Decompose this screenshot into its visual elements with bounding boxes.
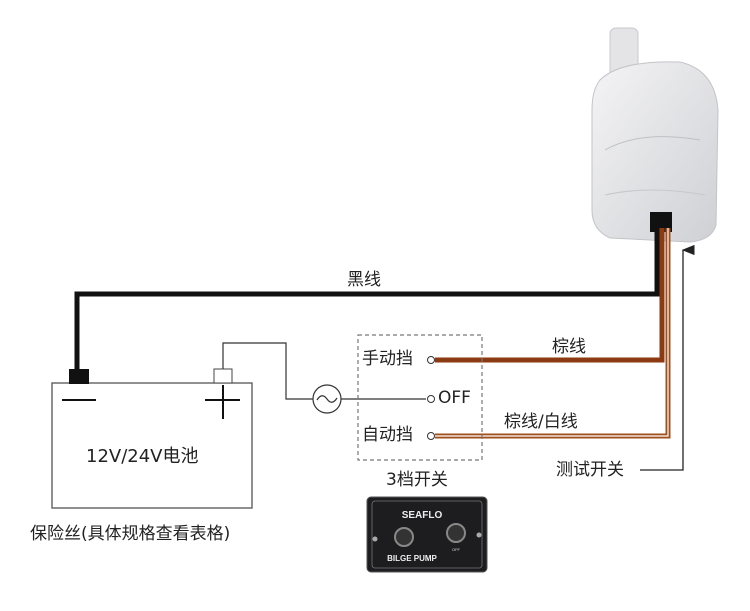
switch-panel-image: SEAFLO BILGE PUMP OFF bbox=[366, 496, 488, 573]
terminal-auto bbox=[427, 432, 435, 440]
terminal-off bbox=[427, 395, 435, 403]
negative-terminal bbox=[69, 369, 89, 384]
fuse-icon bbox=[312, 384, 342, 414]
terminal-manual bbox=[427, 356, 435, 364]
black-wire bbox=[74, 228, 660, 372]
panel-name: BILGE PUMP bbox=[387, 554, 437, 563]
label-brown-white-wire: 棕线/白线 bbox=[504, 412, 578, 432]
panel-off-mark: OFF bbox=[452, 547, 461, 552]
switch-box bbox=[357, 334, 483, 461]
label-brown-wire: 棕线 bbox=[552, 337, 586, 357]
label-black-wire: 黑线 bbox=[347, 270, 381, 290]
test-button bbox=[394, 527, 414, 547]
label-switch-title: 3档开关 bbox=[386, 470, 448, 490]
positive-wire bbox=[222, 342, 313, 400]
mode-knob bbox=[446, 523, 466, 543]
label-fuse: 保险丝(具体规格查看表格) bbox=[30, 524, 231, 544]
label-manual: 手动挡 bbox=[362, 349, 413, 369]
label-off: OFF bbox=[438, 388, 471, 408]
battery bbox=[51, 368, 253, 509]
positive-terminal bbox=[213, 368, 233, 384]
panel-brand: SEAFLO bbox=[402, 510, 443, 521]
label-test-switch: 测试开关 bbox=[556, 460, 624, 480]
label-battery: 12V/24V电池 bbox=[86, 446, 199, 467]
brown-wire bbox=[435, 228, 665, 363]
bilge-pump-image bbox=[591, 27, 719, 243]
label-auto: 自动挡 bbox=[362, 425, 413, 445]
test-switch-arrow bbox=[640, 244, 695, 471]
